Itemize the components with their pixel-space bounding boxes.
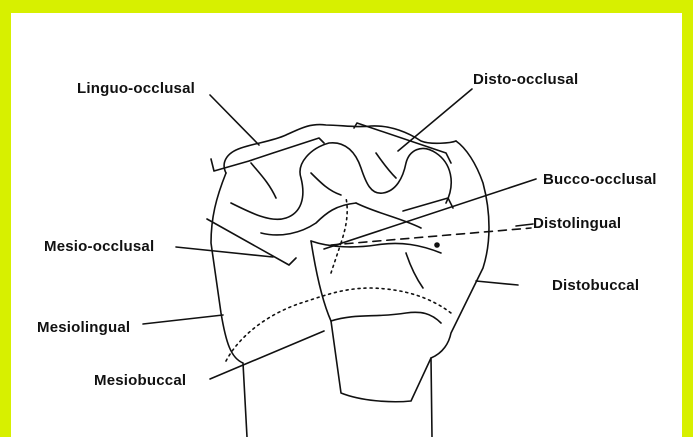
- label-disto-occlusal: Disto-occlusal: [473, 71, 578, 88]
- tooth-outline: [211, 141, 489, 437]
- diagram-frame: Linguo-occlusal Disto-occlusal Bucco-occ…: [11, 13, 682, 437]
- label-distobuccal: Distobuccal: [552, 277, 639, 294]
- label-mesiobuccal: Mesiobuccal: [94, 372, 186, 389]
- distobuccal-face: [331, 312, 441, 323]
- label-mesio-occlusal: Mesio-occlusal: [44, 238, 154, 255]
- label-mesiolingual: Mesiolingual: [37, 319, 130, 336]
- cervical-line: [226, 288, 451, 361]
- label-linguo-occlusal: Linguo-occlusal: [77, 80, 195, 97]
- label-bucco-occlusal: Bucco-occlusal: [543, 171, 657, 188]
- mesiobuccal-line-angle: [311, 241, 331, 321]
- label-distolingual: Distolingual: [533, 215, 621, 232]
